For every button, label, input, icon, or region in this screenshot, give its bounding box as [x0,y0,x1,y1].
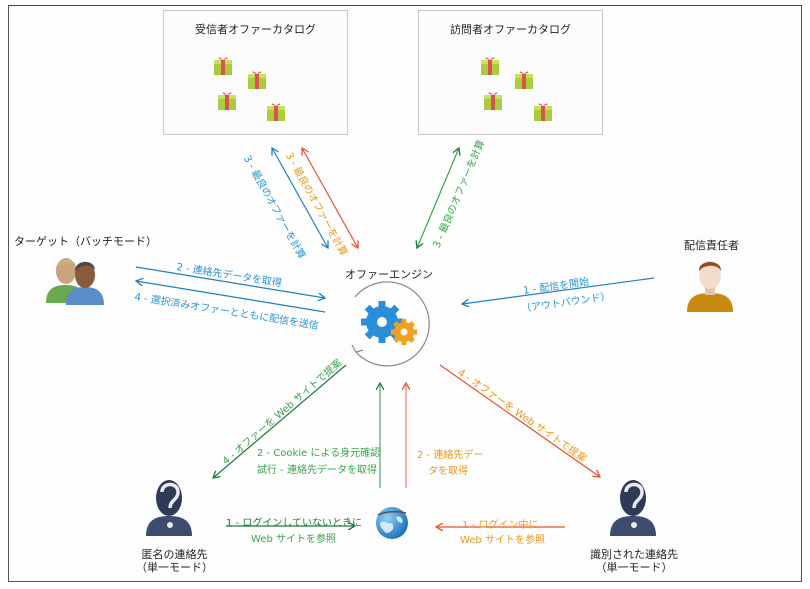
target-batch-label: ターゲット（バッチモード） [14,235,157,248]
get-data-orange-label-2: タを取得 [428,466,468,477]
gears-icon [361,301,417,345]
gift-icon [534,103,552,121]
arrow-offer-web-green [213,364,347,478]
arrow-calc-best-green [417,148,459,248]
engine-cycle-arc [354,281,430,367]
anonymous-contact-label: 匿名の連絡先 （単一モード） [136,548,213,574]
gift-icon [214,57,232,75]
diagram-frame [8,5,802,582]
identified-contact-label: 識別された連絡先 （単一モード） [590,548,678,574]
arrow-send-delivery [136,281,326,313]
gift-icon [515,71,533,89]
visitor-offer-catalog: 訪問者オファーカタログ [418,10,603,135]
delivery-manager-icon [687,261,733,312]
browse-logged-in-label-1: 1 - ログイン中に [462,520,539,531]
browse-anonymous-label-2: Web サイトを参照 [251,534,336,545]
browse-logged-in-label-2: Web サイトを参照 [460,535,545,546]
identified-contact-name: 識別された連絡先 [590,548,678,561]
identified-contact-icon [610,480,656,536]
recipient-catalog-title: 受信者オファーカタログ [195,23,316,36]
offer-engine-label: オファーエンジン [345,268,433,281]
anonymous-contact-mode: （単一モード） [136,561,213,574]
gift-icon [267,103,285,121]
arrow-start-delivery [462,277,655,304]
gift-icon [481,57,499,75]
globe-icon [376,507,408,539]
arrow-calc-best-orange [302,148,358,248]
get-data-orange-label-1: 2 - 連絡先デー [417,450,484,461]
gift-icon [218,92,236,110]
engine-cycle-arrowhead [351,344,364,353]
recipient-offer-catalog: 受信者オファーカタログ [163,10,348,135]
anonymous-contact-name: 匿名の連絡先 [141,548,208,561]
anonymous-contact-icon [146,480,192,536]
target-group-icon [46,258,104,305]
gift-icon [248,71,266,89]
gift-icon [484,92,502,110]
cookie-identification-label-1: 2 - Cookie による身元確認 [257,448,381,459]
arrow-offer-web-orange [439,364,600,477]
browse-anonymous-label-1: 1 - ログインしていないときに [226,518,363,529]
visitor-catalog-title: 訪問者オファーカタログ [450,23,571,36]
identified-contact-mode: （単一モード） [595,561,673,574]
arrow-get-contact-data [135,266,325,298]
cookie-identification-label-2: 試行 - 連絡先データを取得 [257,465,377,476]
delivery-manager-label: 配信責任者 [684,239,739,252]
